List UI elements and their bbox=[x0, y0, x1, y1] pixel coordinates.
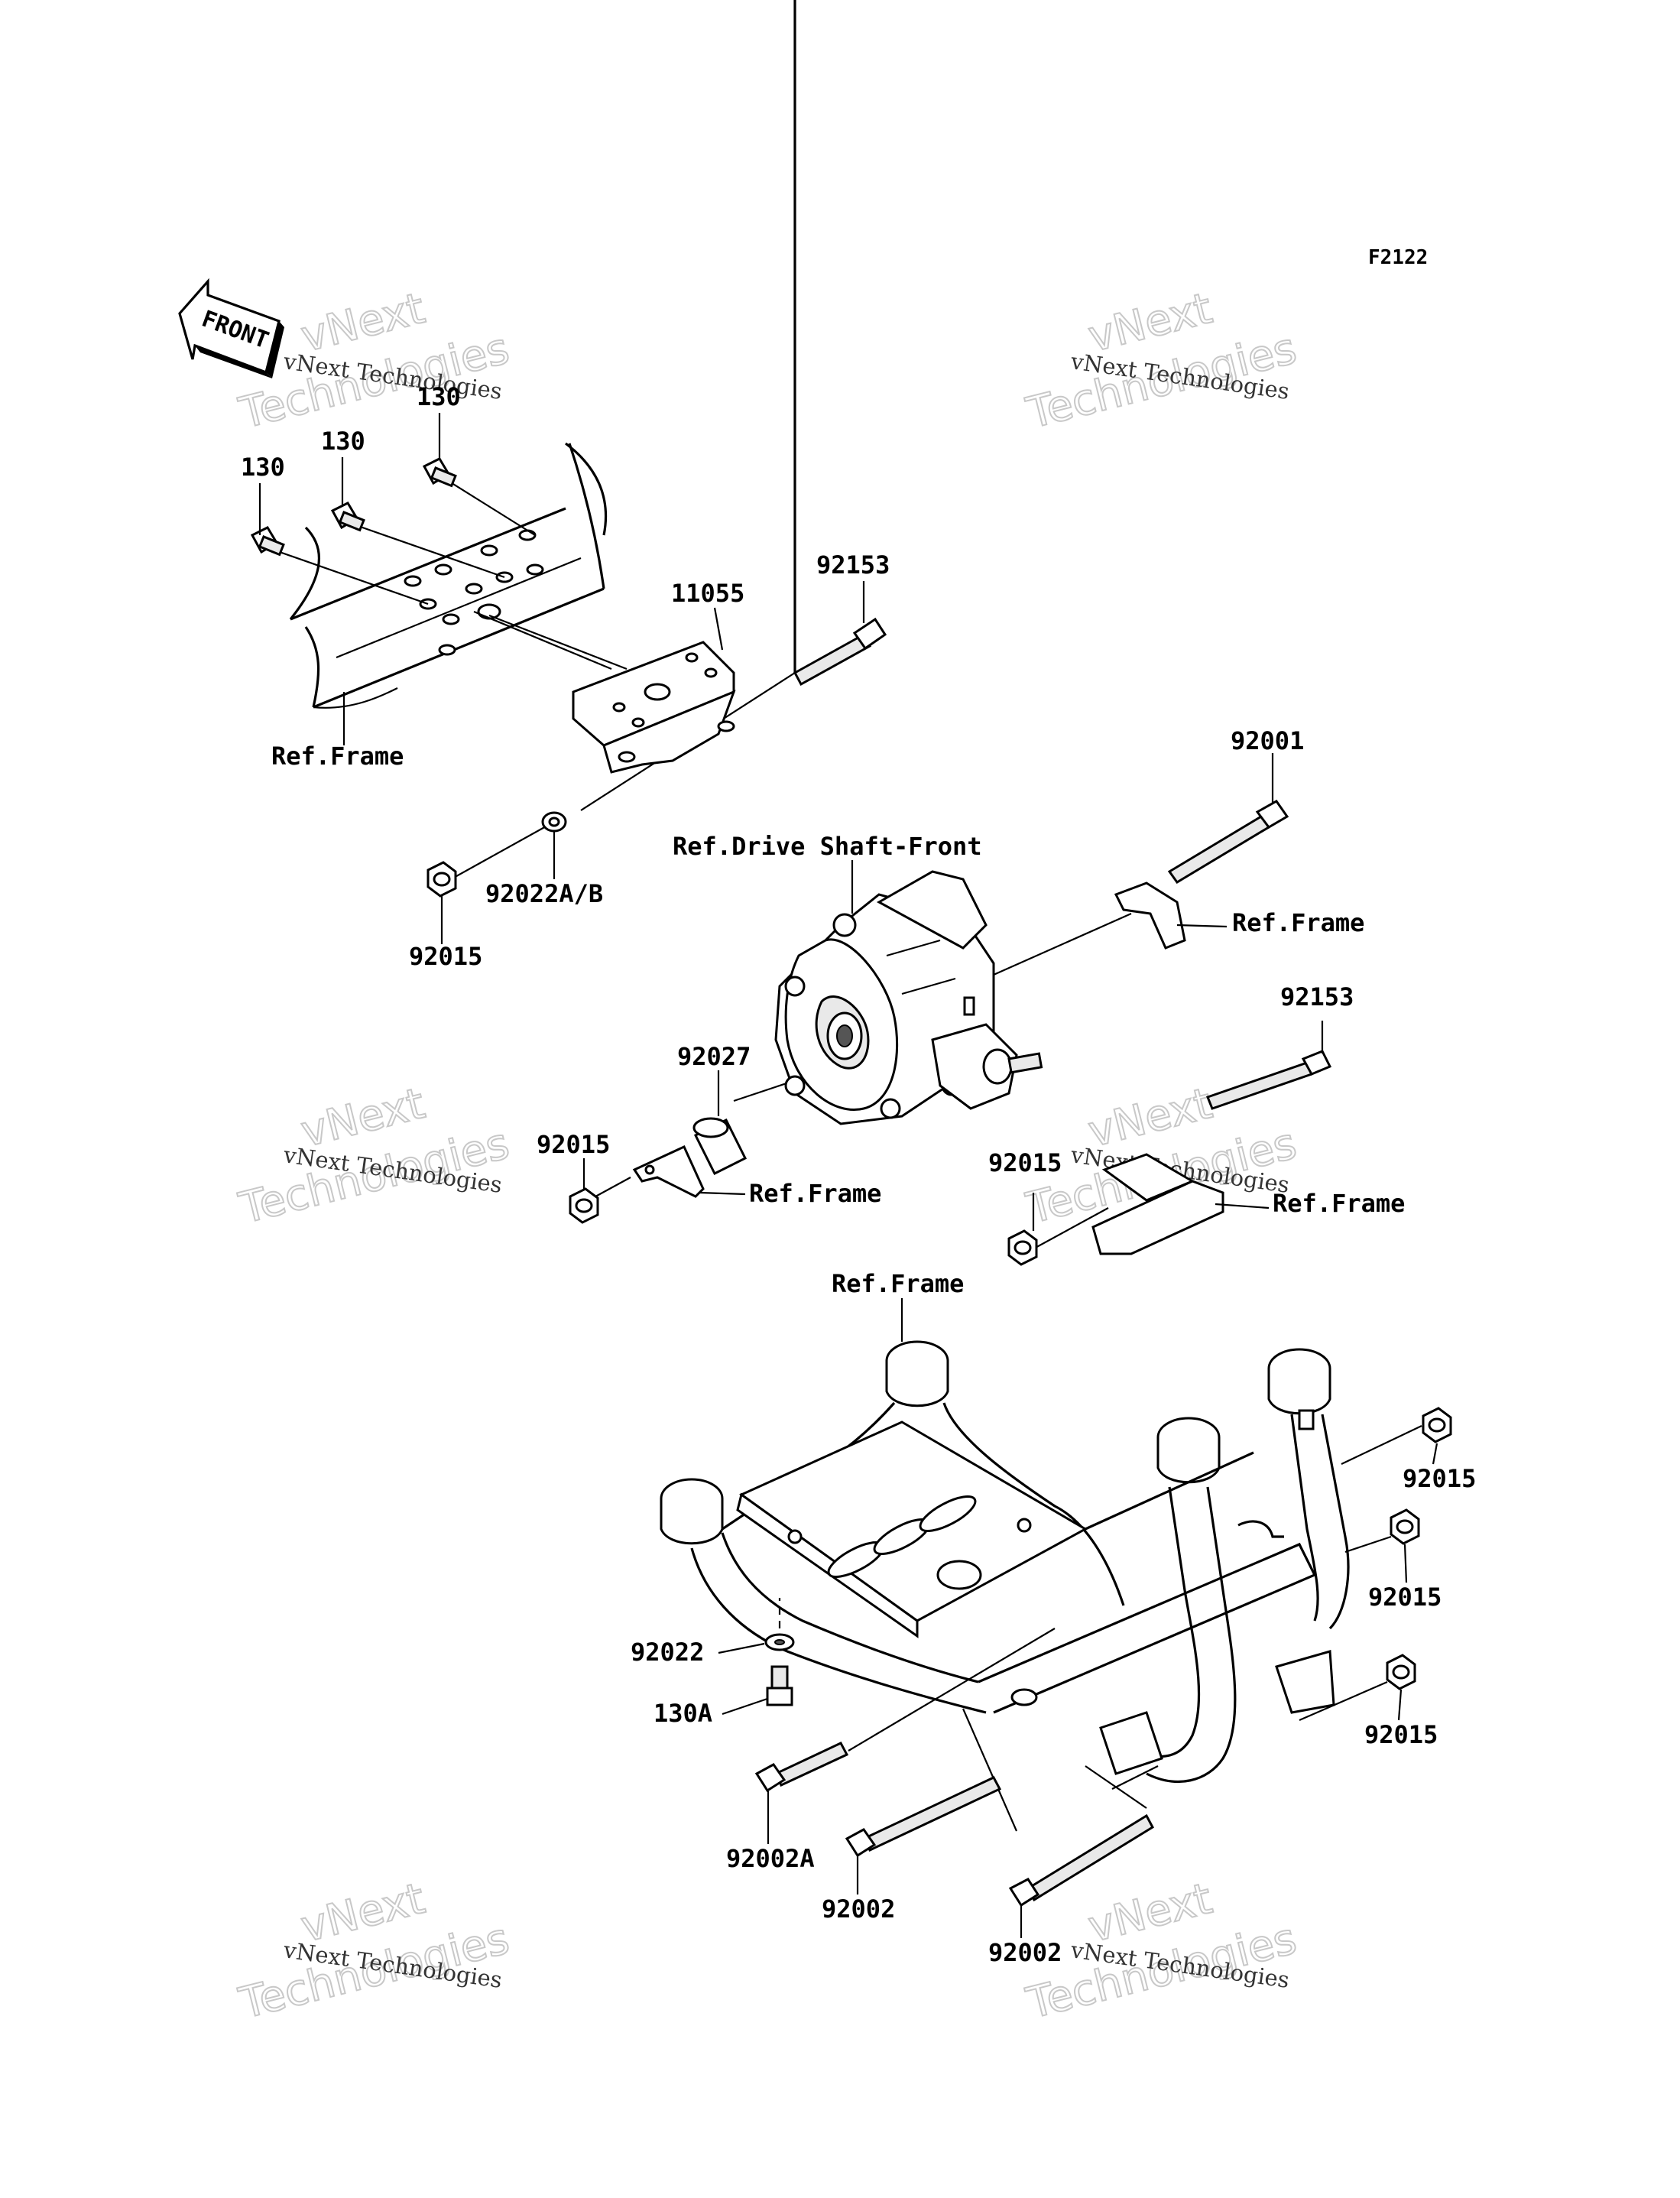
label-bolt-92002-b: 92002 bbox=[988, 1938, 1062, 1967]
label-bolt-130a: 130A bbox=[654, 1699, 712, 1728]
label-bolt-92002-a: 92002 bbox=[822, 1894, 895, 1924]
bolt-92001[interactable] bbox=[1167, 753, 1289, 884]
bolt-130-b[interactable] bbox=[330, 502, 365, 532]
label-ref-frame-right: Ref.Frame bbox=[1232, 908, 1364, 937]
label-nut-92015-a: 92015 bbox=[409, 942, 482, 971]
label-washer-92022ab: 92022A/B bbox=[485, 879, 603, 908]
bolt-130-c[interactable] bbox=[422, 457, 457, 488]
label-ref-frame-mid-right: Ref.Frame bbox=[1273, 1189, 1405, 1218]
front-differential[interactable] bbox=[733, 870, 1132, 1125]
label-bracket-11055: 11055 bbox=[671, 579, 744, 608]
front-arrow-label: FRONT bbox=[198, 306, 272, 355]
label-ref-frame-top: Ref.Frame bbox=[271, 742, 404, 771]
frame-bracket-mid-right bbox=[1023, 1153, 1270, 1255]
label-bolt-92153-top: 92153 bbox=[816, 550, 890, 580]
label-nut-92015-d: 92015 bbox=[1403, 1464, 1476, 1493]
label-leaders bbox=[258, 413, 1438, 1938]
bolt-92153-mid[interactable] bbox=[1206, 1021, 1332, 1110]
watermark-top-right: vNext Technologies vNext Technologies bbox=[1021, 283, 1302, 440]
watermark-mid-left: vNext Technologies vNext Technologies bbox=[234, 1078, 515, 1235]
watermark-top-left: vNext Technologies vNext Technologies bbox=[234, 283, 515, 440]
nut-92015-a[interactable] bbox=[426, 861, 457, 898]
bracket-11055[interactable] bbox=[572, 641, 736, 774]
label-ref-drive-shaft: Ref.Drive Shaft-Front bbox=[673, 832, 982, 861]
label-bolt-92153-mid: 92153 bbox=[1280, 982, 1354, 1011]
diagram-code: F2122 bbox=[1368, 246, 1428, 269]
label-bolt-130-b: 130 bbox=[321, 427, 365, 456]
frame-bracket-right bbox=[1114, 881, 1228, 950]
label-ref-frame-mid-left: Ref.Frame bbox=[749, 1179, 881, 1208]
nut-92015-e[interactable] bbox=[1390, 1508, 1420, 1545]
watermark-bottom-right: vNext Technologies vNext Technologies bbox=[1021, 1873, 1302, 2030]
nut-92015-f[interactable] bbox=[1386, 1654, 1416, 1690]
leader-lines-bottom bbox=[778, 1425, 1422, 1832]
washer-92022[interactable] bbox=[764, 1633, 795, 1651]
label-bolt-130-a: 130 bbox=[241, 453, 285, 482]
watermark-bottom-left: vNext Technologies vNext Technologies bbox=[234, 1873, 515, 2030]
label-bolt-130-c: 130 bbox=[417, 382, 461, 411]
collar-92027[interactable] bbox=[692, 1070, 748, 1176]
bolt-92002-a[interactable] bbox=[845, 1776, 1002, 1858]
bolt-130-a[interactable] bbox=[250, 526, 285, 557]
label-bolt-92001: 92001 bbox=[1231, 726, 1304, 755]
label-ref-frame-bottom: Ref.Frame bbox=[832, 1269, 964, 1298]
bolt-92002a[interactable] bbox=[754, 1742, 849, 1793]
label-nut-92015-e: 92015 bbox=[1368, 1583, 1442, 1612]
label-washer-92022: 92022 bbox=[631, 1638, 704, 1667]
bolt-92002-b[interactable] bbox=[1008, 1813, 1154, 1907]
nut-92015-c[interactable] bbox=[1007, 1193, 1038, 1266]
label-nut-92015-c: 92015 bbox=[988, 1148, 1062, 1177]
label-nut-92015-b: 92015 bbox=[537, 1130, 610, 1159]
nut-92015-d[interactable] bbox=[1422, 1407, 1452, 1443]
bolt-130a[interactable] bbox=[766, 1665, 793, 1706]
frame-bracket-mid-left bbox=[588, 1145, 746, 1201]
label-nut-92015-f: 92015 bbox=[1364, 1720, 1438, 1749]
nut-92015-b[interactable] bbox=[569, 1158, 599, 1224]
label-collar-92027: 92027 bbox=[677, 1042, 751, 1071]
label-bolt-92002a: 92002A bbox=[726, 1844, 815, 1873]
washer-92022ab[interactable] bbox=[541, 811, 567, 833]
front-arrow-icon: FRONT bbox=[178, 278, 284, 378]
subframe-bottom bbox=[660, 1340, 1350, 1783]
bolt-92153-top[interactable] bbox=[793, 0, 887, 687]
